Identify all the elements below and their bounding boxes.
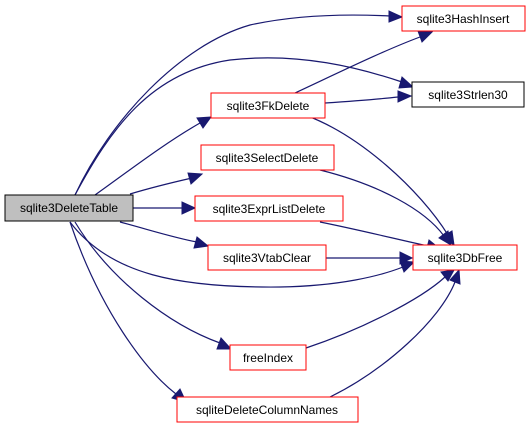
node-box xyxy=(412,244,518,271)
edge-root-fkdelete xyxy=(94,116,213,196)
node-label-freeindex: freeIndex xyxy=(243,351,293,365)
node-label-exprlistdelete: sqlite3ExprListDelete xyxy=(213,202,326,216)
node-box xyxy=(411,81,525,108)
node-box xyxy=(207,244,327,271)
node-label-vtabclear: sqlite3VtabClear xyxy=(223,251,311,265)
edge-root-exprlistdelete xyxy=(133,201,197,215)
node-box xyxy=(229,344,307,371)
node-label-strlen30: sqlite3Strlen30 xyxy=(428,88,508,102)
edge-root-deletecolumnnames xyxy=(69,221,187,403)
node-label-root: sqlite3DeleteTable xyxy=(20,201,118,215)
node-box xyxy=(194,195,344,222)
node-label-deletecolumnnames: sqliteDeleteColumnNames xyxy=(196,403,338,417)
edge-fkdelete-strlen30 xyxy=(324,90,413,104)
node-sqlite3-select-delete[interactable]: sqlite3SelectDelete xyxy=(200,144,335,171)
edge-vtabclear-dbfree xyxy=(326,251,414,265)
edge-freeindex-dbfree xyxy=(305,269,455,349)
edge-layer xyxy=(69,10,461,403)
node-layer: sqlite3DeleteTable sqlite3HashInsert sql… xyxy=(4,5,526,423)
edge-deletecolumnnames-dbfree xyxy=(329,268,461,398)
node-box xyxy=(200,144,335,171)
node-sqlite3-delete-table[interactable]: sqlite3DeleteTable xyxy=(4,194,134,222)
node-sqlite3-strlen30[interactable]: sqlite3Strlen30 xyxy=(411,81,525,108)
node-box xyxy=(210,92,326,119)
edge-root-selectdelete xyxy=(129,172,204,195)
node-sqlite-delete-column-names[interactable]: sqliteDeleteColumnNames xyxy=(176,396,359,423)
node-label-hashinsert: sqlite3HashInsert xyxy=(417,12,510,26)
edge-root-vtabclear xyxy=(119,221,210,249)
edge-fkdelete-hashinsert xyxy=(294,30,434,94)
node-sqlite3-fk-delete[interactable]: sqlite3FkDelete xyxy=(210,92,326,119)
edge-selectdelete-dbfree xyxy=(319,169,452,247)
node-sqlite3-hash-insert[interactable]: sqlite3HashInsert xyxy=(401,5,526,32)
node-box xyxy=(4,194,134,222)
node-label-selectdelete: sqlite3SelectDelete xyxy=(216,151,319,165)
node-box xyxy=(176,396,359,423)
edge-fkdelete-dbfree xyxy=(304,114,455,247)
node-label-dbfree: sqlite3DbFree xyxy=(428,251,503,265)
node-sqlite3-vtab-clear[interactable]: sqlite3VtabClear xyxy=(207,244,327,271)
node-sqlite3-expr-list-delete[interactable]: sqlite3ExprListDelete xyxy=(194,195,344,222)
node-free-index[interactable]: freeIndex xyxy=(229,344,307,371)
edge-root-strlen30 xyxy=(74,57,415,196)
node-sqlite3-db-free[interactable]: sqlite3DbFree xyxy=(412,244,518,271)
edge-root-hashinsert xyxy=(74,10,404,196)
edge-root-freeindex xyxy=(74,221,233,350)
node-label-fkdelete: sqlite3FkDelete xyxy=(227,99,310,113)
node-box xyxy=(401,5,526,32)
edge-root-dbfree xyxy=(69,221,416,288)
